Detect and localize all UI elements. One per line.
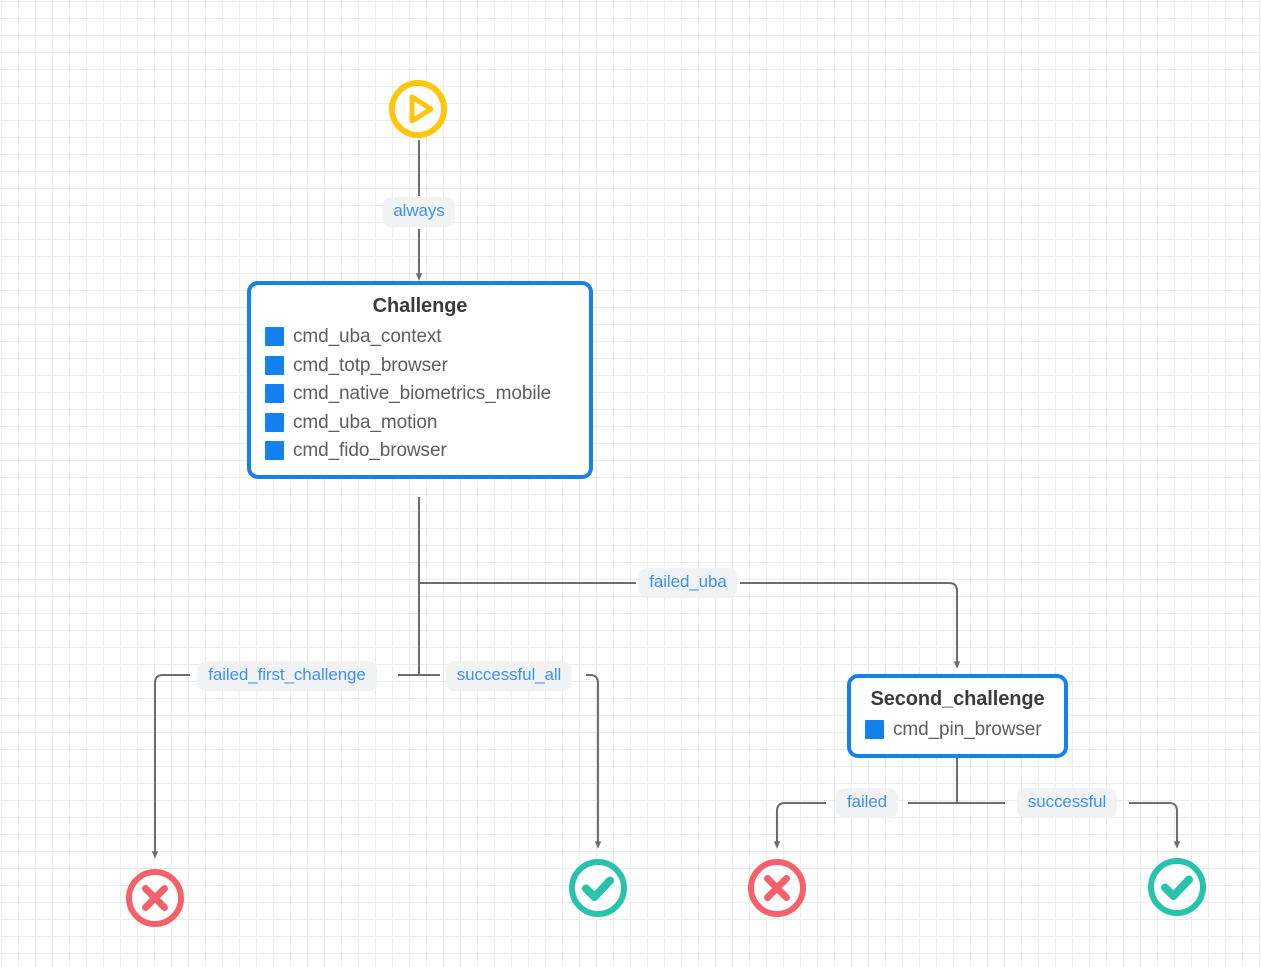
terminal-node-fail-first[interactable] — [124, 867, 186, 929]
list-item[interactable]: cmd_fido_browser — [265, 437, 575, 465]
node-challenge-items: cmd_uba_context cmd_totp_browser cmd_nat… — [265, 323, 575, 465]
list-item[interactable]: cmd_pin_browser — [865, 716, 1050, 744]
method-swatch-icon — [265, 384, 284, 404]
check-circle-icon — [1148, 858, 1206, 916]
list-item-label: cmd_pin_browser — [893, 719, 1042, 740]
list-item-label: cmd_totp_browser — [293, 354, 448, 376]
edge-failed-uba-right — [740, 581, 961, 669]
node-second-challenge-items: cmd_pin_browser — [865, 716, 1050, 744]
list-item-label: cmd_native_biometrics_mobile — [293, 383, 552, 405]
method-swatch-icon — [265, 441, 284, 461]
terminal-node-fail-second[interactable] — [746, 857, 808, 919]
method-swatch-icon — [865, 720, 884, 740]
x-circle-icon — [748, 859, 806, 917]
edge-label-successful-all[interactable]: successful_all — [445, 661, 573, 691]
edge-failed — [773, 801, 826, 849]
edge-label-failed-uba[interactable]: failed_uba — [638, 568, 738, 598]
list-item[interactable]: cmd_uba_motion — [265, 409, 575, 437]
edge-label-failed[interactable]: failed — [835, 788, 899, 818]
list-item[interactable]: cmd_uba_context — [265, 323, 575, 351]
list-item-label: cmd_fido_browser — [293, 440, 447, 462]
node-challenge-title: Challenge — [372, 295, 468, 317]
node-second-challenge[interactable]: Second_challenge cmd_pin_browser — [847, 674, 1068, 758]
edge-label-successful[interactable]: successful — [1016, 788, 1118, 818]
list-item-label: cmd_uba_motion — [293, 411, 438, 433]
terminal-node-success-second[interactable] — [1146, 856, 1208, 918]
method-swatch-icon — [265, 327, 284, 347]
node-challenge[interactable]: Challenge cmd_uba_context cmd_totp_brows… — [247, 281, 593, 479]
edge-successful-all — [586, 673, 602, 849]
edge-label-failed-first-challenge[interactable]: failed_first_challenge — [197, 661, 377, 691]
list-item[interactable]: cmd_native_biometrics_mobile — [265, 380, 575, 408]
list-item[interactable]: cmd_totp_browser — [265, 352, 575, 380]
list-item-label: cmd_uba_context — [293, 326, 442, 347]
edge-label-always[interactable]: always — [382, 197, 456, 227]
node-second-challenge-title: Second_challenge — [870, 688, 1045, 710]
method-swatch-icon — [265, 355, 284, 375]
check-circle-icon — [569, 859, 627, 917]
edge-failed-first-challenge — [151, 673, 190, 859]
x-circle-icon — [126, 869, 184, 927]
start-node[interactable] — [387, 78, 449, 140]
method-swatch-icon — [265, 412, 284, 432]
terminal-node-success-all[interactable] — [567, 857, 629, 919]
edge-successful — [1129, 801, 1181, 849]
play-circle-icon — [389, 80, 447, 138]
